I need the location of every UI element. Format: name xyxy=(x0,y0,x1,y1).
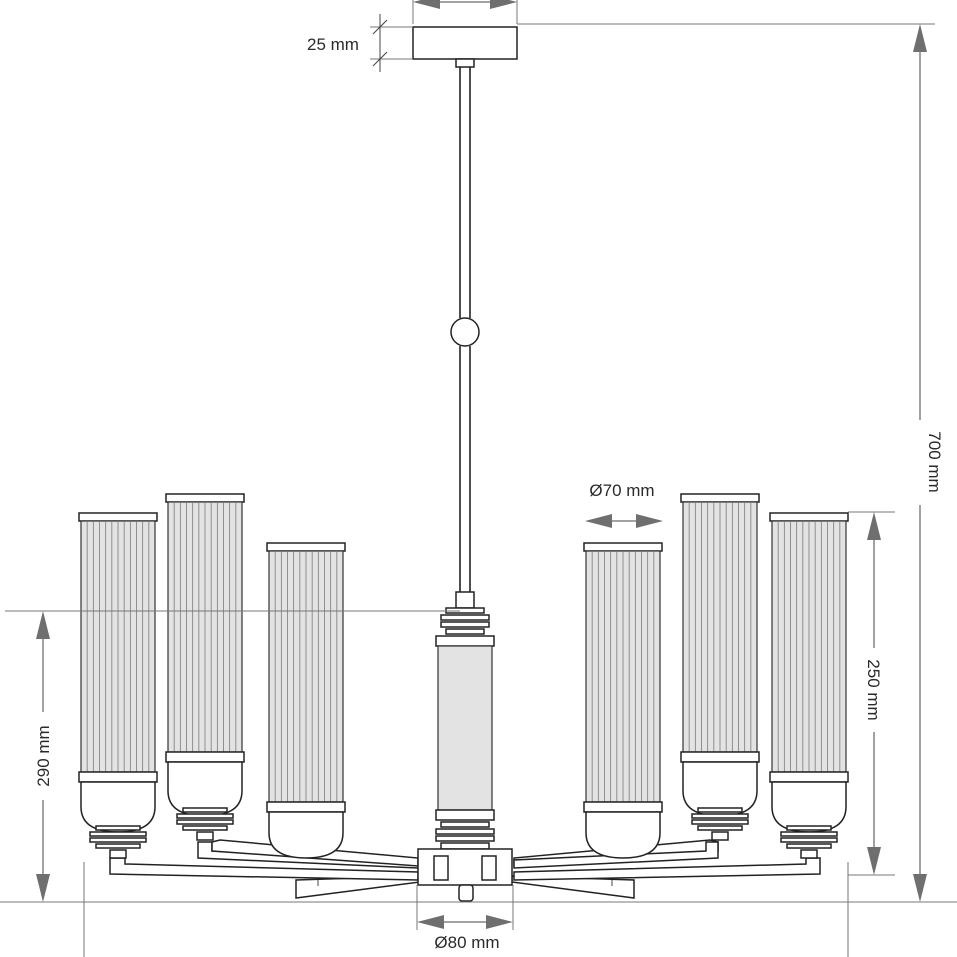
canopy-height-label: 25 mm xyxy=(307,35,359,54)
shade-right-middle xyxy=(680,493,760,841)
center-hub xyxy=(417,848,513,902)
hub-diameter-label: Ø80 mm xyxy=(434,933,499,952)
shade-right-outer xyxy=(769,512,849,859)
shade-right-inner xyxy=(583,542,663,859)
shade-left-inner xyxy=(266,542,346,859)
shade-left-outer xyxy=(78,512,158,859)
shade-diameter-label: Ø70 mm xyxy=(589,481,654,500)
ceiling-canopy xyxy=(412,26,518,60)
suspension-rod xyxy=(450,58,480,609)
shade-height-label: 250 mm xyxy=(864,659,883,720)
shade-left-middle xyxy=(165,493,245,841)
glass-shades xyxy=(78,493,849,859)
total-height-label: 700 mm xyxy=(925,431,944,492)
lower-height-label: 290 mm xyxy=(34,725,53,786)
center-column xyxy=(435,607,495,850)
